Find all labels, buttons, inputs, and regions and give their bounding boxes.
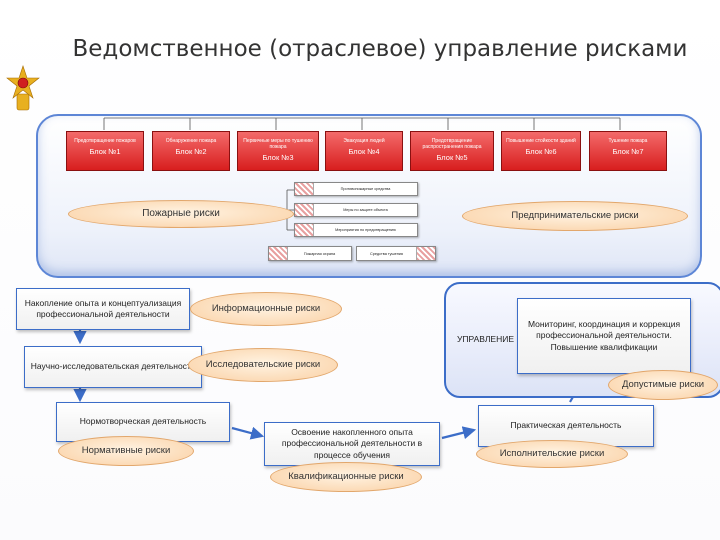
hatch-swatch-icon xyxy=(295,204,314,216)
block-5-num: Блок №5 xyxy=(436,152,468,162)
block-3-num: Блок №3 xyxy=(262,152,294,162)
hatch-swatch-icon xyxy=(269,247,288,260)
block-4-num: Блок №4 xyxy=(348,146,380,156)
oval-normative-risks: Нормативные риски xyxy=(58,436,194,466)
oval-business-risks: Предпринимательские риски xyxy=(462,201,688,231)
box-normative: Нормотворческая деятельность xyxy=(56,402,230,442)
oval-executive-risks: Исполнительские риски xyxy=(476,440,628,468)
block-5: Предотвращение распространения пожара Бл… xyxy=(410,131,494,171)
oval-info-risks: Информационные риски xyxy=(190,292,342,326)
block-5-name: Предотвращение распространения пожара xyxy=(422,138,482,150)
block-7-num: Блок №7 xyxy=(612,146,644,156)
block-6: Повышение стойкости зданий Блок №6 xyxy=(501,131,581,171)
oval-acceptable-risks: Допустимые риски xyxy=(608,370,718,400)
block-3-name: Первичные меры по тушению пожара xyxy=(243,138,313,150)
mini-item-1-label: Противопожарные средства xyxy=(340,187,391,191)
box-monitoring: Мониторинг, координация и коррекция проф… xyxy=(517,298,691,374)
mini-item-2-label: Меры по защите объекта xyxy=(343,208,388,212)
page-title: Ведомственное (отраслевое) управление ри… xyxy=(72,36,688,62)
mini-item-5: Средства тушения xyxy=(356,246,436,261)
block-6-name: Повышение стойкости зданий xyxy=(506,138,576,144)
block-2-name: Обнаружение пожара xyxy=(165,138,217,144)
hatch-swatch-icon xyxy=(295,183,314,195)
mini-item-4: Пожарная охрана xyxy=(268,246,352,261)
emergency-emblem-icon xyxy=(6,65,40,111)
oval-qualification-risks: Квалификационные риски xyxy=(270,462,422,492)
hatch-swatch-icon xyxy=(295,224,314,236)
block-6-num: Блок №6 xyxy=(525,146,557,156)
mini-item-5-label: Средства тушения xyxy=(370,251,403,256)
block-2: Обнаружение пожара Блок №2 xyxy=(152,131,230,171)
block-7: Тушение пожара Блок №7 xyxy=(589,131,667,171)
hatch-swatch-icon xyxy=(416,247,435,260)
block-1-name: Предотвращение пожаров xyxy=(74,138,136,144)
block-1-num: Блок №1 xyxy=(89,146,121,156)
mini-item-3: Мероприятия по предотвращению xyxy=(294,223,418,237)
block-1: Предотвращение пожаров Блок №1 xyxy=(66,131,144,171)
box-research: Научно-исследовательская деятельность xyxy=(24,346,202,388)
mini-item-2: Меры по защите объекта xyxy=(294,203,418,217)
block-7-name: Тушение пожара xyxy=(608,138,648,144)
mini-item-3-label: Мероприятия по предотвращению xyxy=(335,228,396,232)
block-2-num: Блок №2 xyxy=(175,146,207,156)
management-label: УПРАВЛЕНИЕ xyxy=(457,334,515,344)
block-4: Эвакуация людей Блок №4 xyxy=(325,131,403,171)
box-accumulation: Накопление опыта и концептуализация проф… xyxy=(16,288,190,330)
box-mastering: Освоение накопленного опыта профессионал… xyxy=(264,422,440,466)
oval-fire-risks: Пожарные риски xyxy=(68,200,294,228)
mini-item-1: Противопожарные средства xyxy=(294,182,418,196)
oval-research-risks: Исследовательские риски xyxy=(188,348,338,382)
block-3: Первичные меры по тушению пожара Блок №3 xyxy=(237,131,319,171)
block-4-name: Эвакуация людей xyxy=(343,138,385,144)
mini-item-4-label: Пожарная охрана xyxy=(303,251,336,256)
